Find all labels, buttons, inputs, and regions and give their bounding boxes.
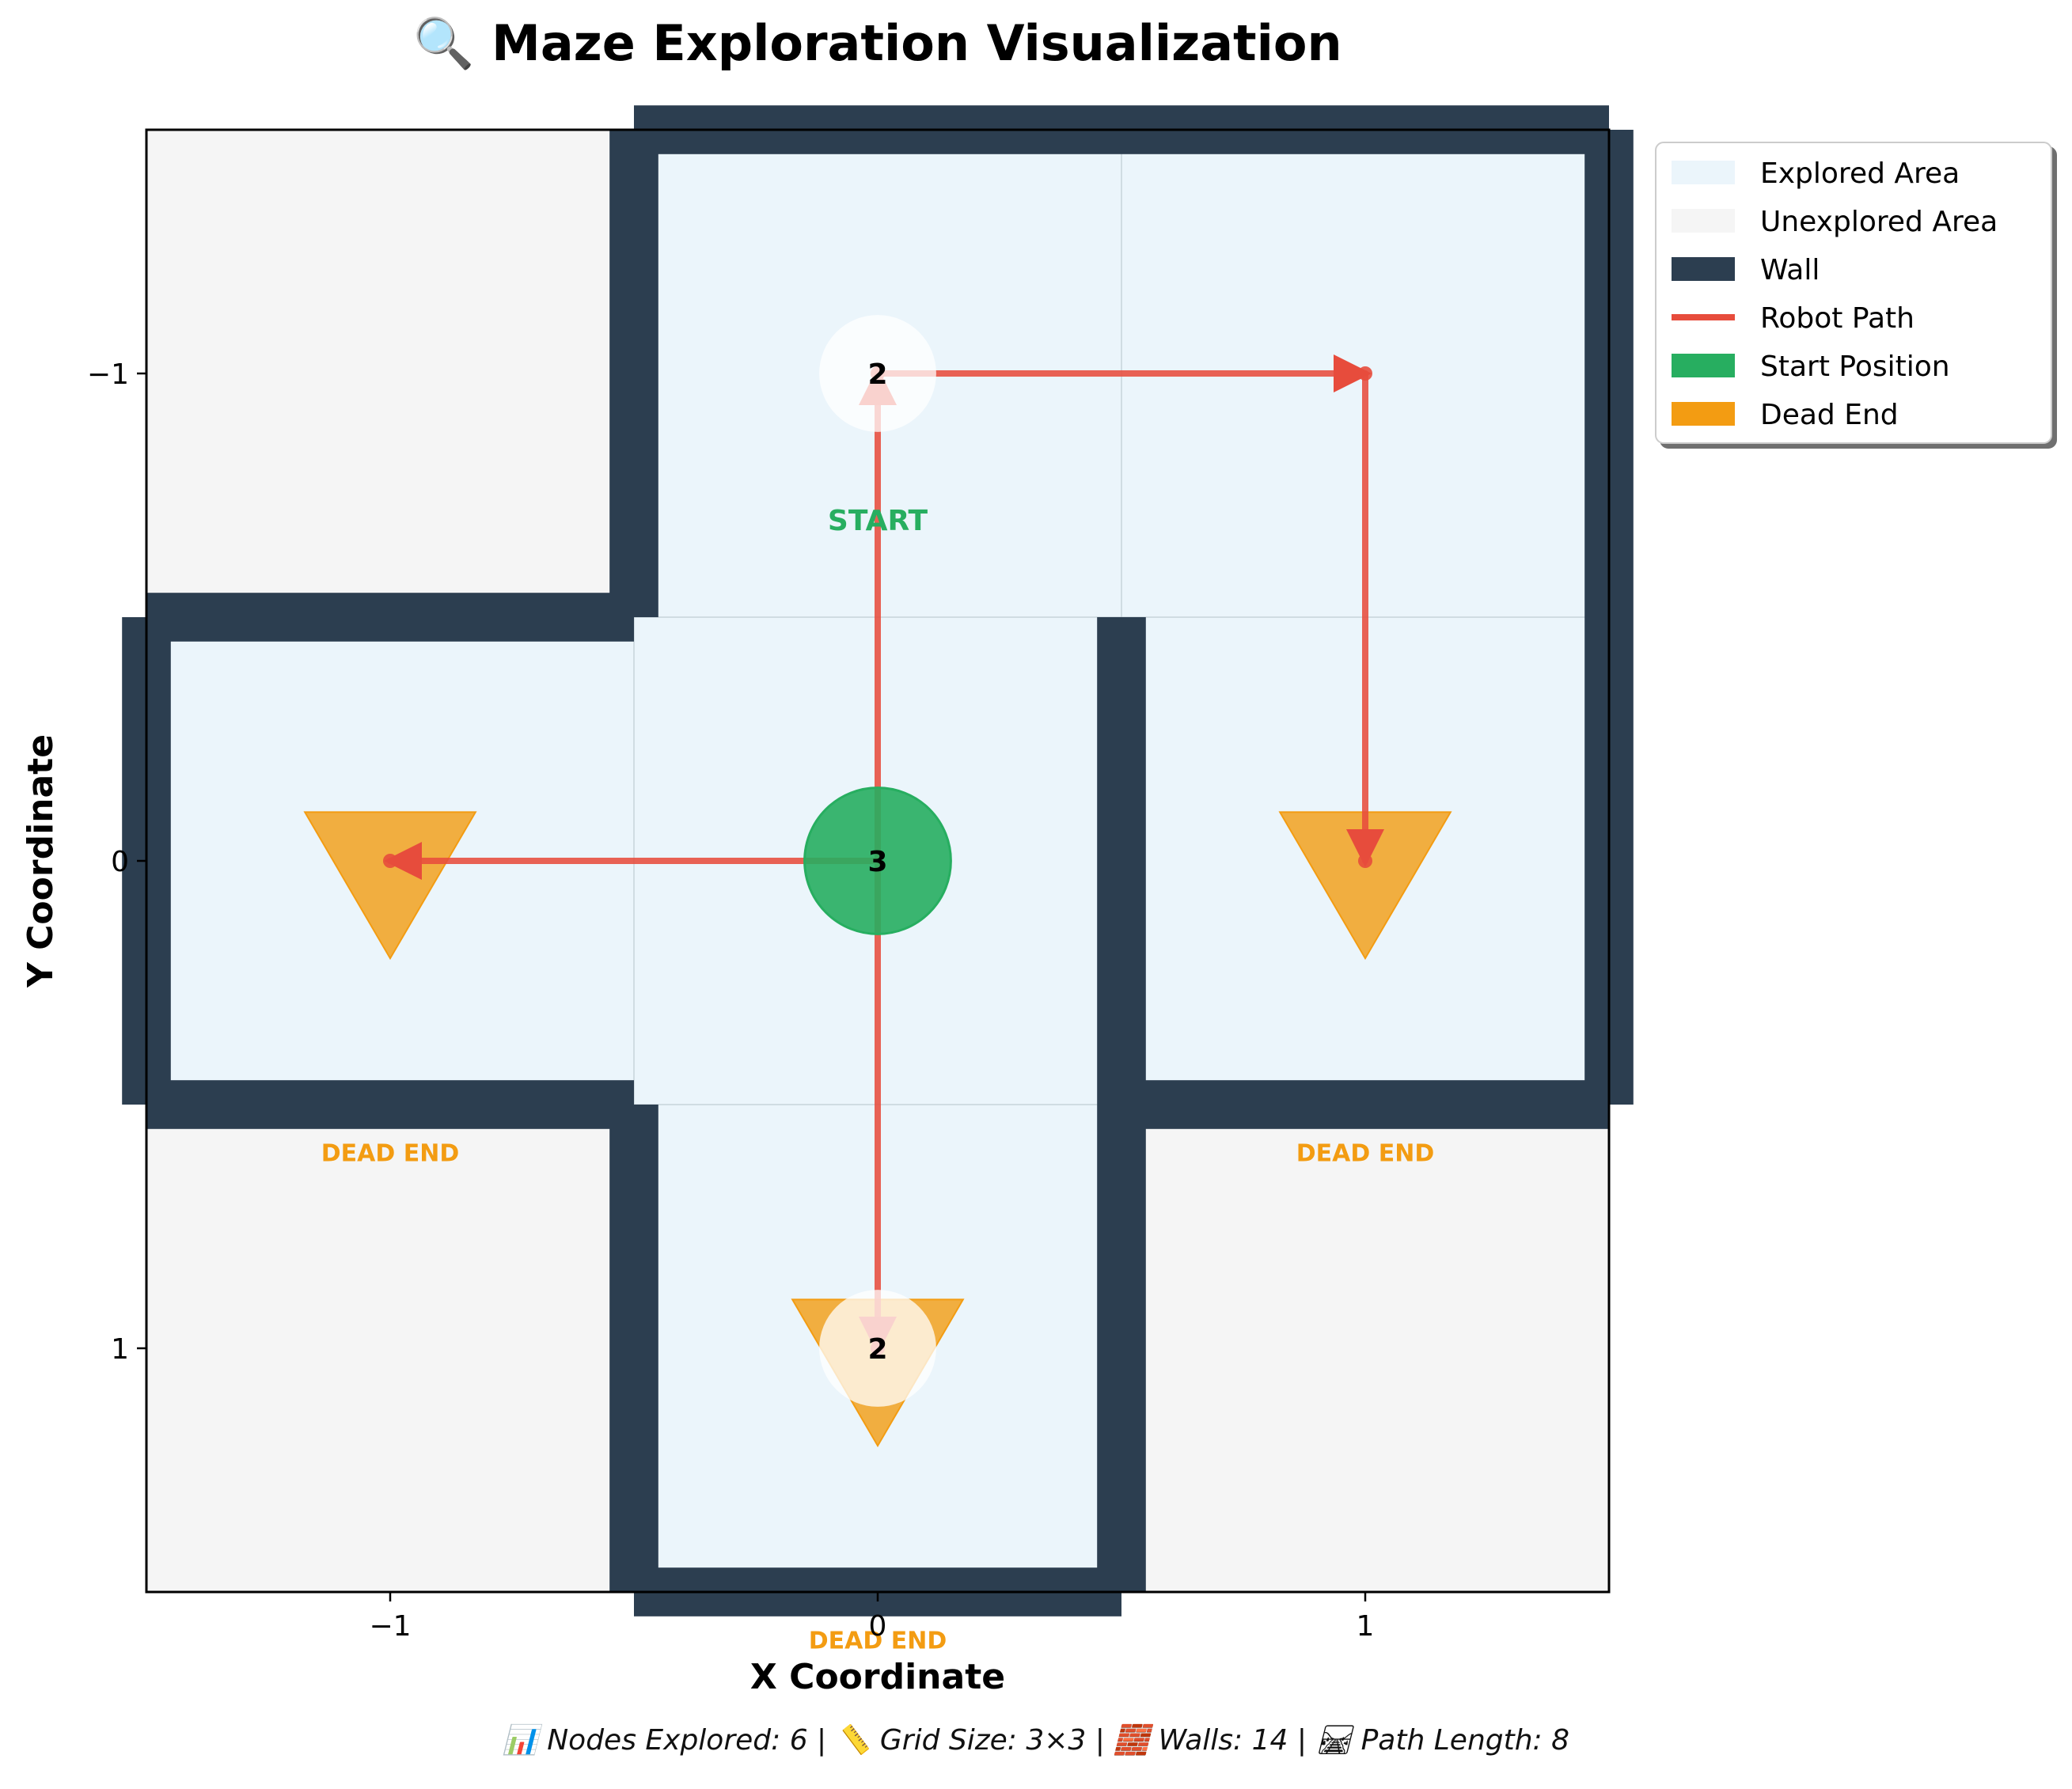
maze-cell-unexplored (146, 130, 634, 617)
start-visit-count: 3 (867, 846, 887, 878)
legend-swatch (1672, 161, 1735, 184)
maze-cell-unexplored (146, 1105, 634, 1592)
dead-end-label: DEAD END (809, 1628, 947, 1655)
visit-count-label: 2 (867, 358, 887, 391)
maze-wall (609, 130, 658, 617)
maze-wall (146, 1080, 634, 1129)
start-label: START (828, 505, 928, 537)
legend-label: Dead End (1760, 399, 1899, 431)
stats-footer: 📊 Nodes Explored: 6 | 📏 Grid Size: 3×3 |… (502, 1724, 1570, 1757)
legend-label: Wall (1760, 254, 1820, 286)
maze-wall (146, 593, 634, 642)
y-tick-label: −1 (87, 358, 129, 391)
dead-end-marker (303, 811, 477, 961)
y-axis-label: Y Coordinate (21, 734, 61, 988)
dead-end-label: DEAD END (1296, 1140, 1434, 1168)
legend-swatch (1672, 402, 1735, 426)
visit-count-marker (819, 315, 936, 432)
robot-path-node (383, 854, 397, 868)
x-tick-label: 1 (1357, 1610, 1375, 1643)
robot-path-node (1358, 854, 1372, 868)
legend-swatch (1672, 257, 1735, 281)
maze-wall (1121, 1080, 1609, 1129)
dead-end-label: DEAD END (321, 1140, 459, 1168)
visit-count-marker (819, 1290, 936, 1407)
legend-label: Robot Path (1760, 302, 1915, 335)
legend-label: Start Position (1760, 351, 1950, 383)
start-position-marker (803, 786, 952, 935)
x-tick-label: 0 (869, 1610, 887, 1643)
maze-cell-unexplored (1121, 1105, 1609, 1592)
legend-label: Explored Area (1760, 157, 1960, 190)
legend-label: Unexplored Area (1760, 206, 1998, 238)
y-tick-label: 1 (111, 1333, 129, 1366)
chart-title: 🔍 Maze Exploration Visualization (413, 12, 1341, 72)
legend-box (1655, 142, 2052, 444)
x-axis-label: X Coordinate (750, 1657, 1005, 1697)
legend-swatch (1672, 354, 1735, 377)
y-tick-label: 0 (111, 846, 129, 878)
legend-swatch (1672, 209, 1735, 233)
maze-wall (609, 1105, 658, 1592)
visit-count-label: 2 (867, 1333, 887, 1366)
x-tick-label: −1 (369, 1610, 411, 1643)
